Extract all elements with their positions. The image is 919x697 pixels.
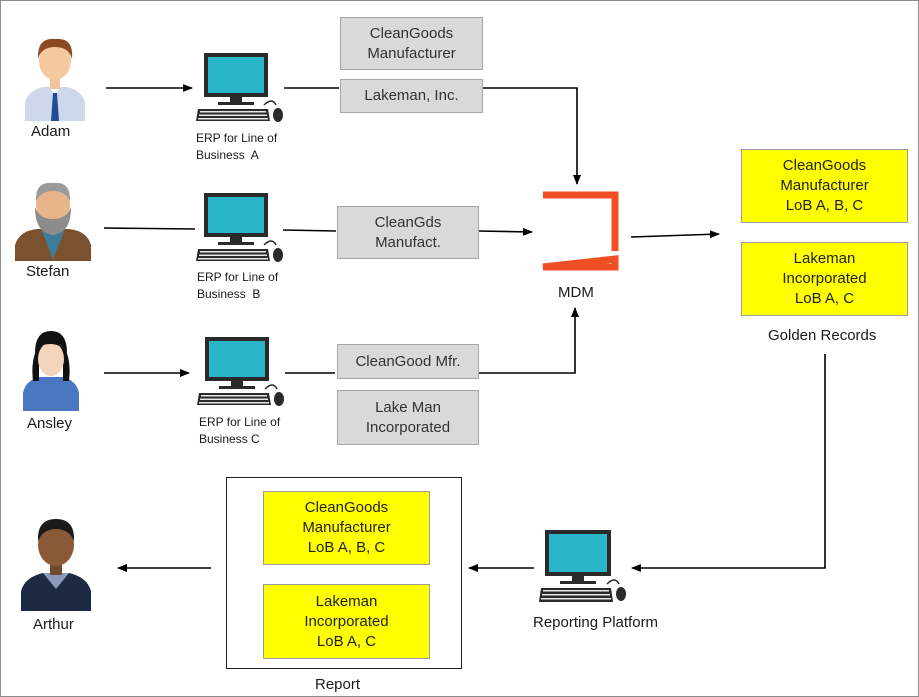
line-erp-b-to-cleangds <box>282 229 337 232</box>
reporting-platform-label: Reporting Platform <box>533 614 659 631</box>
record-line: CleanGoods <box>369 24 454 42</box>
computer-icon-erp-a <box>196 53 283 122</box>
erp-a-label-line2: Business A <box>196 148 259 162</box>
record-line: Incorporated <box>782 270 867 287</box>
record-line: Manufact. <box>375 233 441 251</box>
record-line: Lakeman, Inc. <box>364 87 459 104</box>
erp-b-label-line2: Business B <box>197 287 261 301</box>
person-name-adam: Adam <box>31 123 71 140</box>
record-line: Manufacturer <box>780 177 869 194</box>
arrow-mdm-to-golden <box>630 230 720 239</box>
record-erp-b-cleangds: CleanGds Manufact. <box>337 206 479 259</box>
record-line: Incorporated <box>304 612 389 630</box>
mdm-label: MDM <box>558 284 594 301</box>
record-line: Manufacturer <box>302 519 391 536</box>
arrow-cleangood-to-mdm <box>479 307 579 374</box>
record-line: Incorporated <box>365 418 451 436</box>
record-line: LoB A, C <box>794 290 855 307</box>
record-line: LoB A, C <box>316 632 377 650</box>
golden-records-label: Golden Records <box>768 327 877 344</box>
record-erp-c-cleangood: CleanGood Mfr. <box>337 344 479 379</box>
person-icon-arthur <box>21 519 91 611</box>
computer-icon-erp-b <box>196 193 283 262</box>
golden-record-cleangoods: CleanGoods Manufacturer LoB A, B, C <box>741 149 908 223</box>
erp-c-label-line1: ERP for Line of <box>199 415 281 429</box>
record-line: Lakeman <box>315 592 378 610</box>
line-stefan-to-erp-b <box>103 227 196 230</box>
person-icon-adam <box>25 38 85 121</box>
arrow-lakeman-to-mdm <box>483 87 581 185</box>
record-line: Lake Man <box>375 398 441 416</box>
person-name-stefan: Stefan <box>26 263 70 280</box>
record-line: Lakeman <box>793 250 856 267</box>
report-record-cleangoods: CleanGoods Manufacturer LoB A, B, C <box>263 491 430 565</box>
record-line: Manufacturer <box>367 44 456 62</box>
erp-a-label-line1: ERP for Line of <box>196 131 278 145</box>
computer-icon-reporting <box>539 530 626 602</box>
record-line: CleanGds <box>374 213 442 231</box>
arrow-golden-to-reporting <box>631 354 826 572</box>
erp-c-label-line2: Business C <box>199 432 260 446</box>
record-line: CleanGood Mfr. <box>355 352 461 370</box>
report-record-lakeman: Lakeman Incorporated LoB A, C <box>263 584 430 659</box>
record-line: CleanGoods <box>304 499 389 516</box>
record-erp-a-lakeman: Lakeman, Inc. <box>340 79 483 113</box>
record-line: CleanGoods <box>782 157 867 174</box>
record-erp-a-cleangoods: CleanGoods Manufacturer <box>340 17 483 70</box>
person-name-arthur: Arthur <box>33 616 74 633</box>
golden-record-lakeman: Lakeman Incorporated LoB A, C <box>741 242 908 316</box>
computer-icon-erp-c <box>197 337 284 406</box>
arrow-cleangds-to-mdm <box>478 227 533 236</box>
report-frame <box>226 477 462 669</box>
person-name-ansley: Ansley <box>27 415 73 432</box>
person-icon-stefan <box>15 182 91 261</box>
record-line: LoB A, B, C <box>785 197 864 214</box>
report-label: Report <box>315 676 361 693</box>
record-erp-c-lakeman: Lake Man Incorporated <box>337 390 479 445</box>
mdm-logo-icon <box>542 191 619 271</box>
person-icon-ansley <box>23 331 79 411</box>
erp-b-label-line1: ERP for Line of <box>197 270 279 284</box>
record-line: LoB A, B, C <box>307 539 386 556</box>
